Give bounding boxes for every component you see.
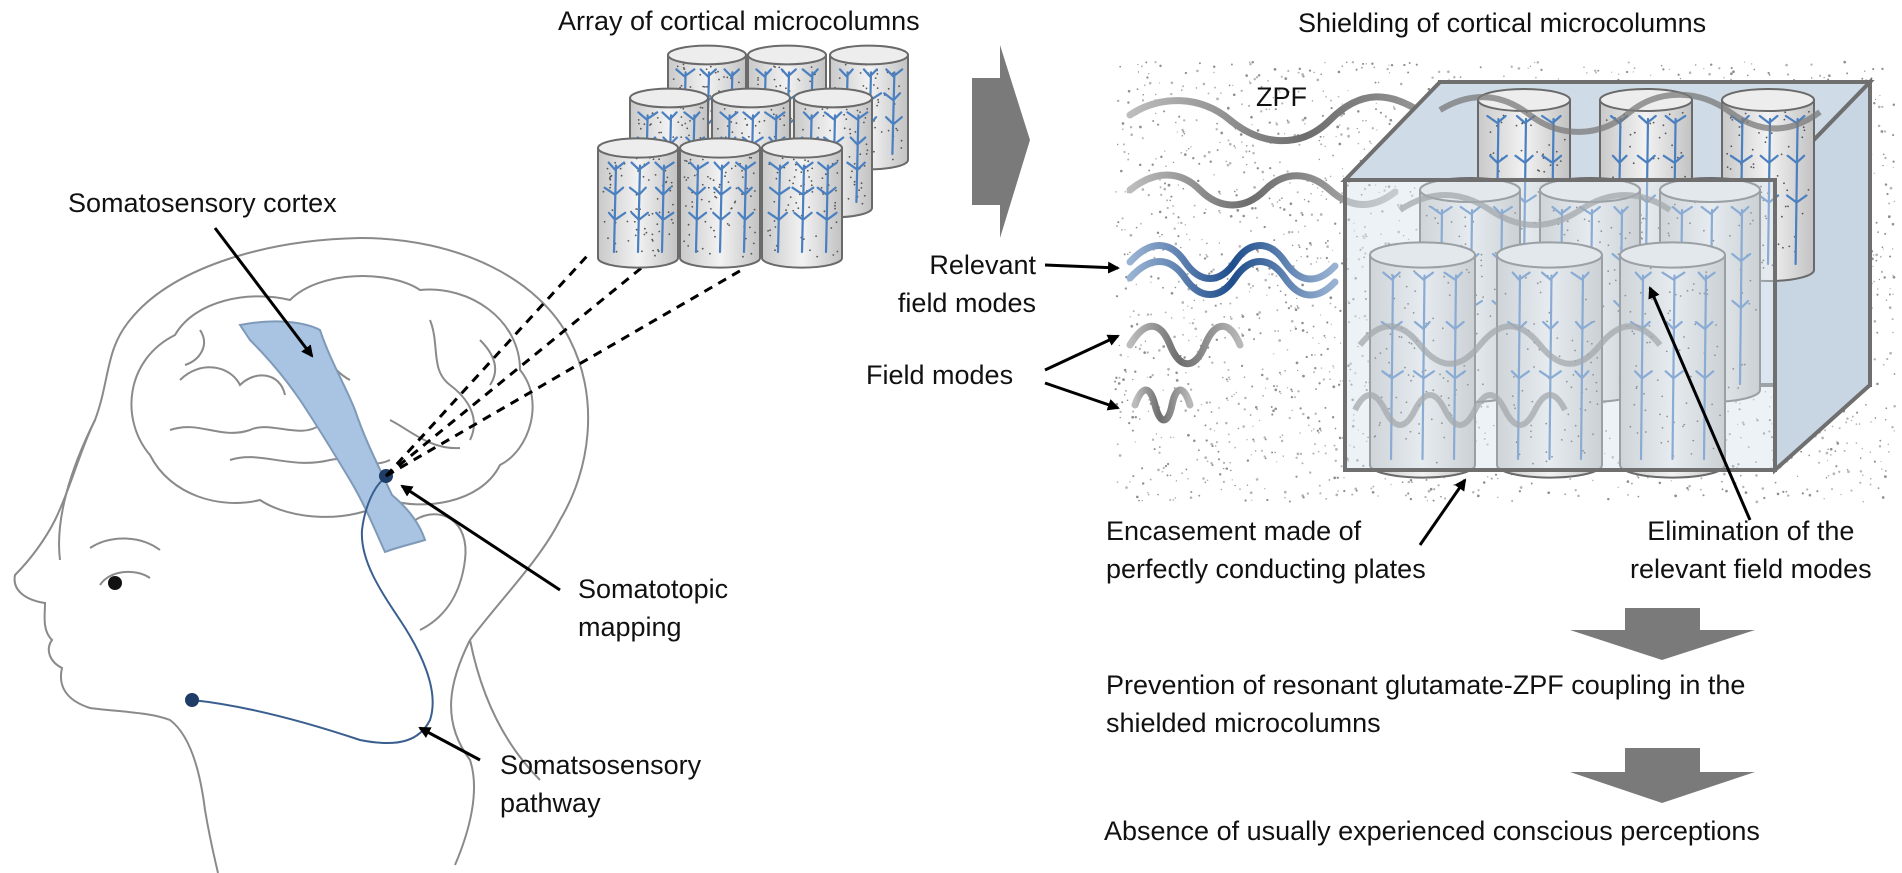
eyebrow [89,537,161,551]
elimination-line-1: Elimination of the [1647,516,1855,546]
label-arrows-right [1044,261,1752,546]
elimination-line-2: relevant field modes [1630,554,1872,584]
somatotopic-mapping-line-1: Somatotopic [578,574,729,604]
label-arrows-left [213,227,561,762]
eye-outline [99,570,151,586]
somatosensory-cortex-strip [238,320,427,554]
brain-outline [130,275,534,518]
somatosensory-pathway-label: Somatsosensory pathway [500,746,701,822]
somatosensory-pathway-line-1: Somatsosensory [500,750,702,780]
down-arrow-1 [1570,608,1755,660]
somatotopic-mapping-label: Somatotopic mapping [578,570,728,646]
array-title: Array of cortical microcolumns [558,6,920,36]
encasement-line-1: Encasement made of [1106,516,1362,546]
face-receptor-node [185,693,199,707]
inner-waves [1352,91,1822,428]
relevant-field-modes-line-2: field modes [897,288,1036,318]
somatosensory-pathway-line [191,477,434,744]
somatotopic-mapping-line-2: mapping [578,612,682,642]
field-modes-label: Field modes [866,360,1014,390]
microcolumn-array [597,44,909,269]
array-microcolumn-9 [761,137,843,269]
field-mode-wave-1 [1126,322,1244,368]
prevention-line-2: shielded microcolumns [1106,708,1381,738]
somatosensory-cortex-label: Somatosensory cortex [68,188,337,218]
ear [414,513,467,631]
head-illustration [13,236,590,873]
prevention-label: Prevention of resonant glutamate-ZPF cou… [1106,666,1745,742]
neck [469,639,541,781]
array-microcolumn-7 [597,137,679,269]
encasement-label: Encasement made of perfectly conducting … [1106,512,1426,588]
zpf-label: ZPF [1256,82,1307,112]
relevant-wave-1 [1126,242,1339,283]
prevention-line-1: Prevention of resonant glutamate-ZPF cou… [1106,670,1746,700]
gray-right-arrow [972,45,1030,238]
pupil [108,576,122,590]
field-mode-wave-2 [1131,386,1194,424]
absence-label: Absence of usually experienced conscious… [1104,816,1760,846]
head-outline [58,236,590,866]
box-front-face [1343,178,1777,472]
somatosensory-pathway-line-2: pathway [500,788,601,818]
down-arrow-2 [1570,748,1755,803]
array-microcolumn-8 [679,137,761,269]
encasement-line-2: perfectly conducting plates [1106,554,1426,584]
face-profile [13,419,219,873]
relevant-field-modes-line-1: Relevant [929,250,1036,280]
relevant-field-modes-label: Relevant field modes [866,246,1036,322]
shielded-microcolumn-9 [1619,241,1726,479]
elimination-label: Elimination of the relevant field modes [1630,512,1872,588]
projection-lines [384,253,746,478]
shielding-title: Shielding of cortical microcolumns [1298,8,1707,38]
relevant-wave-2 [1126,258,1339,299]
